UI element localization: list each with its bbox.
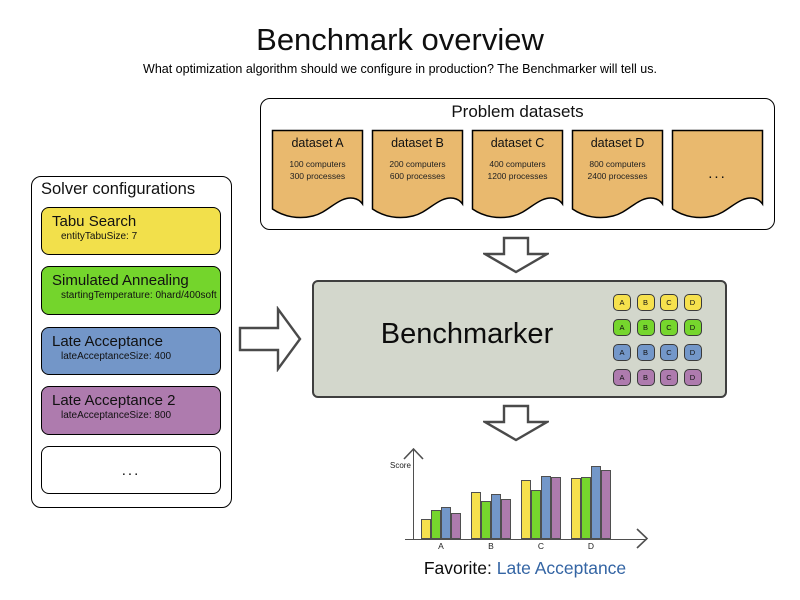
- benchmark-chip: B: [636, 319, 655, 336]
- benchmark-chip: D: [683, 294, 702, 311]
- benchmark-chip: B: [636, 344, 655, 361]
- document-shape-icon: [671, 129, 764, 219]
- category-label: C: [537, 541, 545, 551]
- bar: [501, 498, 511, 539]
- solver-config: startingTemperature: 0hard/400soft: [61, 290, 217, 301]
- solver-name: Tabu Search: [52, 213, 137, 230]
- benchmark-chip: A: [613, 294, 631, 311]
- favorite-prefix: Favorite:: [423, 558, 497, 578]
- bar: [531, 489, 541, 539]
- benchmark-chip: B: [636, 294, 655, 311]
- bar: [421, 518, 431, 539]
- bar: [471, 491, 481, 539]
- favorite-caption: Favorite: Late Acceptance: [390, 558, 660, 579]
- bar: [551, 476, 561, 539]
- category-label: D: [587, 541, 595, 551]
- dataset-card: dataset D 800 computers 2400 processes: [571, 129, 664, 221]
- solver-name: Simulated Annealing: [52, 272, 189, 289]
- arrow-right-icon: [238, 306, 302, 372]
- score-axis-label: Score: [390, 461, 411, 470]
- dataset-processes: 1200 processes: [487, 171, 548, 181]
- bar: [481, 500, 491, 539]
- x-axis: [405, 538, 647, 541]
- solver-config: lateAcceptanceSize: 800: [61, 410, 172, 421]
- bar: [581, 476, 591, 539]
- dataset-name: dataset C: [490, 136, 545, 150]
- solver-card: ...: [41, 446, 221, 494]
- dataset-name: dataset A: [291, 136, 344, 150]
- dataset-processes: 300 processes: [289, 171, 346, 181]
- solver-name: Late Acceptance: [52, 333, 163, 350]
- bar: [591, 465, 601, 539]
- benchmarker-label: Benchmarker: [380, 318, 554, 350]
- dataset-processes: 2400 processes: [587, 171, 648, 181]
- datasets-panel-title: Problem datasets: [451, 102, 584, 121]
- bar: [571, 477, 581, 539]
- problem-datasets-panel: Problem datasets dataset A 100 computers 3…: [260, 98, 775, 230]
- benchmark-chip: A: [613, 344, 631, 361]
- document-shape-icon: [271, 129, 364, 219]
- dataset-computers: 200 computers: [389, 159, 446, 169]
- bar: [451, 512, 461, 539]
- dataset-card: ...: [671, 129, 764, 221]
- solver-config: lateAcceptanceSize: 400: [61, 351, 172, 362]
- solvers-panel-title: Solver configurations: [41, 180, 196, 198]
- y-axis-arrow-icon: [403, 447, 424, 460]
- solver-ellipsis: ...: [121, 462, 141, 479]
- y-axis: [412, 449, 415, 540]
- dataset-name: dataset D: [590, 136, 645, 150]
- dataset-computers: 100 computers: [289, 159, 346, 169]
- bar: [431, 509, 441, 539]
- document-shape-icon: [571, 129, 664, 219]
- benchmark-chip: D: [683, 369, 702, 386]
- dataset-card: dataset B 200 computers 600 processes: [371, 129, 464, 221]
- bar: [541, 475, 551, 539]
- benchmark-chip: A: [613, 319, 631, 336]
- dataset-computers: 800 computers: [589, 159, 646, 169]
- dataset-name: dataset B: [391, 136, 444, 150]
- x-axis-arrow-icon: [636, 528, 649, 549]
- category-label: A: [438, 541, 444, 551]
- category-label: B: [488, 541, 494, 551]
- bar: [521, 479, 531, 539]
- bar: [601, 469, 611, 539]
- favorite-value: Late Acceptance: [496, 558, 627, 578]
- benchmark-chip: C: [660, 319, 678, 336]
- bar: [441, 506, 451, 539]
- benchmark-chip: A: [613, 369, 631, 386]
- dataset-ellipsis: ...: [708, 165, 727, 182]
- benchmark-chip: D: [683, 344, 702, 361]
- solver-name: Late Acceptance 2: [52, 392, 176, 409]
- document-shape-icon: [371, 129, 464, 219]
- page-subtitle: What optimization algorithm should we co…: [143, 62, 657, 76]
- arrow-down-icon: [483, 236, 549, 274]
- benchmark-chip: C: [660, 294, 678, 311]
- dataset-card: dataset C 400 computers 1200 processes: [471, 129, 564, 221]
- score-chart: Score A B C D: [390, 446, 670, 558]
- benchmark-chip: C: [660, 344, 678, 361]
- page-title: Benchmark overview: [256, 22, 544, 57]
- bar: [491, 493, 501, 539]
- arrow-down-icon: [483, 404, 549, 442]
- dataset-processes: 600 processes: [389, 171, 446, 181]
- benchmark-chip: B: [636, 369, 655, 386]
- solver-config: entityTabuSize: 7: [61, 231, 138, 242]
- dataset-card: dataset A 100 computers 300 processes: [271, 129, 364, 221]
- benchmark-chip: C: [660, 369, 678, 386]
- benchmark-chip: D: [683, 319, 702, 336]
- document-shape-icon: [471, 129, 564, 219]
- dataset-computers: 400 computers: [489, 159, 546, 169]
